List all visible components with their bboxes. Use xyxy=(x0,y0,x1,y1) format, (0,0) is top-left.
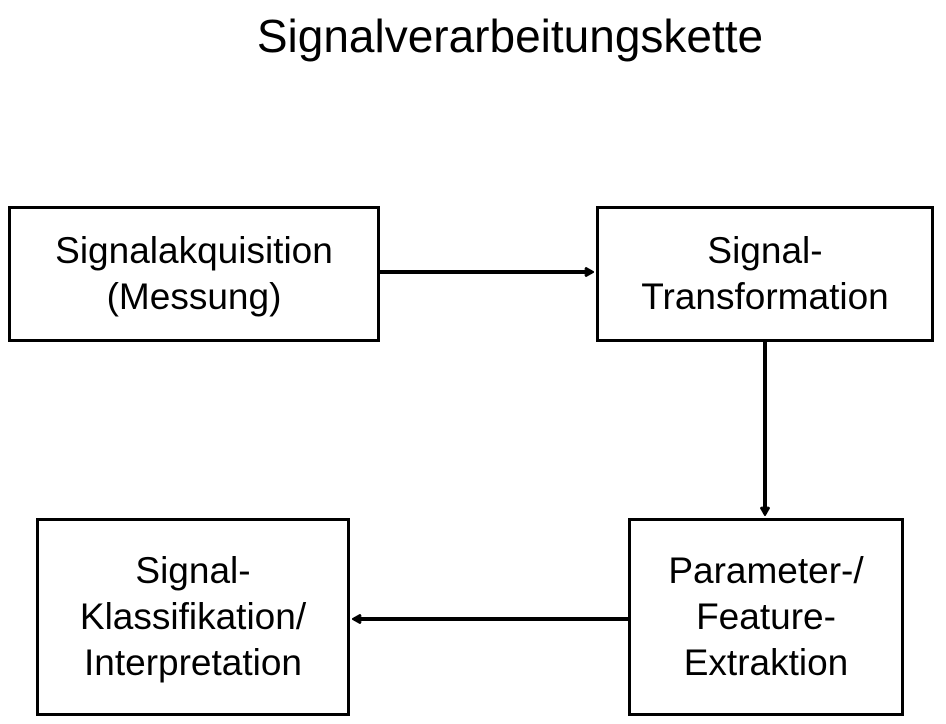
node-label-line: Feature- xyxy=(696,596,836,637)
node-label-line: Klassifikation/ xyxy=(79,596,307,637)
node-signal-transformation: Signal- Transformation xyxy=(596,206,934,342)
diagram-title: Signalverarbeitungskette xyxy=(256,10,764,62)
node-label-line: Parameter-/ xyxy=(668,550,864,591)
node-label-line: Interpretation xyxy=(83,642,303,683)
node-label-line: Signal- xyxy=(707,230,823,271)
node-label-line: Signal- xyxy=(135,550,251,591)
node-label-line: Extraktion xyxy=(683,642,849,683)
node-label-line: (Messung) xyxy=(106,276,282,317)
node-label-line: Signalakquisition xyxy=(55,230,333,271)
node-signal-classification: Signal- Klassifikation/ Interpretation xyxy=(36,518,350,716)
node-label-line: Transformation xyxy=(641,276,889,317)
node-signal-acquisition: Signalakquisition (Messung) xyxy=(8,206,380,342)
node-feature-extraction: Parameter-/ Feature- Extraktion xyxy=(628,518,904,716)
